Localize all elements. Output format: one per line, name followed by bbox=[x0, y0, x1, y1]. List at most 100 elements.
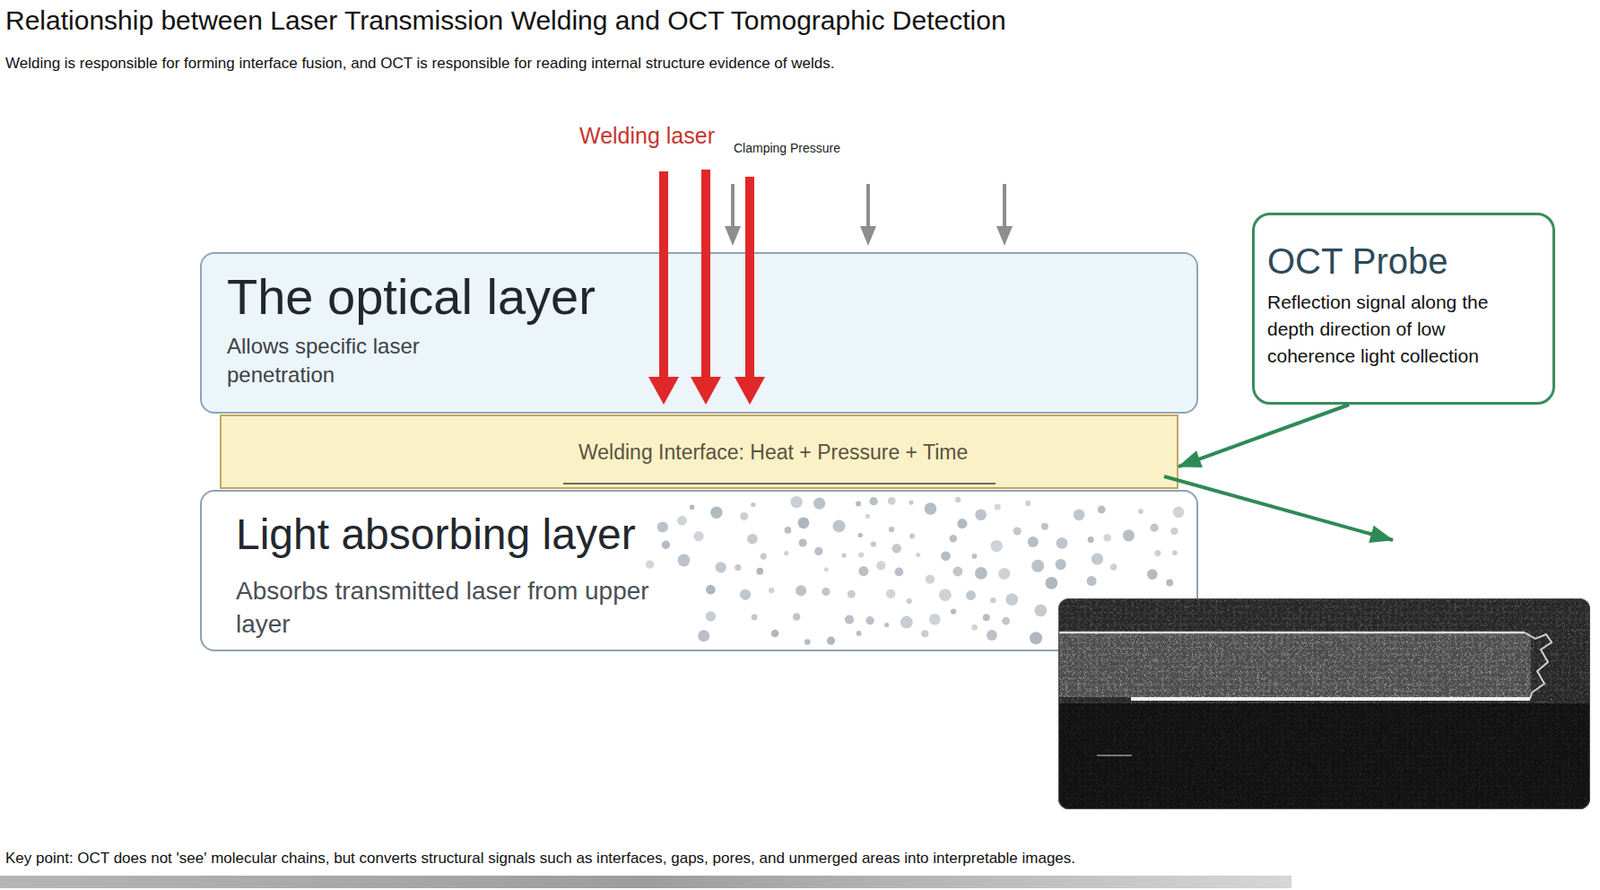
particle-dot bbox=[858, 552, 864, 558]
particle-dot bbox=[689, 504, 696, 511]
particle-dot bbox=[950, 608, 957, 615]
particle-dot bbox=[1097, 504, 1106, 514]
oct-edge bbox=[1524, 632, 1552, 699]
particle-dot bbox=[1149, 523, 1158, 532]
particle-dot bbox=[710, 506, 722, 519]
absorber-particles bbox=[645, 495, 1184, 645]
laser-head bbox=[690, 376, 722, 405]
oct-artifact bbox=[1096, 754, 1132, 757]
particle-dot bbox=[971, 624, 978, 631]
absorbing-layer-box: Light absorbing layerAbsorbs transmitted… bbox=[200, 489, 1199, 652]
particle-dot bbox=[952, 565, 963, 576]
particle-dot bbox=[1041, 522, 1049, 531]
particle-dot bbox=[1013, 526, 1022, 535]
particle-dot bbox=[813, 497, 826, 510]
laser-label: Welding laser bbox=[579, 121, 715, 149]
pressure-head bbox=[860, 226, 877, 246]
layer-heading: Light absorbing layer bbox=[235, 509, 636, 560]
pressure-shaft bbox=[866, 183, 870, 230]
laser-head bbox=[648, 376, 679, 405]
particle-dot bbox=[900, 616, 914, 629]
particle-dot bbox=[814, 547, 823, 556]
particle-dot bbox=[888, 526, 895, 532]
particle-dot bbox=[678, 554, 691, 567]
particle-dot bbox=[792, 612, 800, 620]
particle-dot bbox=[783, 550, 789, 556]
particle-dot bbox=[869, 496, 879, 505]
particle-dot bbox=[1045, 576, 1059, 590]
particle-dot bbox=[924, 502, 938, 515]
particle-dot bbox=[798, 516, 810, 529]
particle-dot bbox=[1154, 549, 1161, 557]
particle-dot bbox=[804, 638, 811, 645]
particle-dot bbox=[1056, 537, 1069, 549]
pressure-label: Clamping Pressure bbox=[733, 140, 841, 157]
particle-dot bbox=[1005, 592, 1018, 606]
particle-dot bbox=[940, 550, 951, 561]
oct-lower-layer bbox=[1058, 703, 1591, 809]
pressure-head bbox=[996, 226, 1013, 246]
particle-dot bbox=[990, 597, 996, 603]
particle-dot bbox=[965, 590, 976, 600]
particle-dot bbox=[844, 615, 854, 625]
particle-dot bbox=[974, 509, 987, 522]
particle-dot bbox=[1086, 575, 1097, 586]
layer-description: Absorbs transmitted laser from upper lay… bbox=[235, 573, 685, 641]
particle-dot bbox=[908, 500, 914, 505]
probe-heading: OCT Probe bbox=[1267, 240, 1449, 282]
particle-dot bbox=[925, 573, 935, 583]
particle-dot bbox=[1073, 508, 1086, 521]
particle-dot bbox=[1025, 500, 1031, 506]
pressure-shaft bbox=[730, 183, 735, 230]
particle-dot bbox=[876, 560, 886, 570]
particle-dot bbox=[734, 564, 741, 571]
pressure-arrows bbox=[724, 183, 1013, 246]
particle-dot bbox=[972, 553, 978, 559]
oct-speckle bbox=[1058, 598, 1591, 809]
oct-upper-layer bbox=[1058, 632, 1531, 697]
particle-dot bbox=[821, 587, 830, 596]
particle-dot bbox=[1029, 631, 1043, 644]
particle-dot bbox=[991, 539, 1003, 552]
particle-dot bbox=[855, 501, 861, 507]
particle-dot bbox=[1001, 617, 1010, 626]
particle-dot bbox=[1165, 578, 1174, 586]
particle-dot bbox=[697, 629, 710, 642]
particle-dot bbox=[1147, 568, 1158, 580]
particle-dot bbox=[826, 636, 835, 645]
particle-dot bbox=[884, 622, 889, 627]
particle-dot bbox=[1091, 553, 1104, 566]
particle-dot bbox=[891, 543, 902, 554]
particle-dot bbox=[784, 526, 792, 534]
particle-dot bbox=[705, 584, 716, 595]
particle-dot bbox=[982, 613, 991, 621]
particle-dot bbox=[760, 553, 767, 560]
particle-dot bbox=[909, 533, 915, 540]
particle-dot bbox=[771, 629, 780, 638]
particle-dot bbox=[677, 515, 687, 526]
particle-dot bbox=[886, 589, 896, 599]
oct-surface-line bbox=[1058, 631, 1525, 635]
oct-probe-box: OCT ProbeReflection signal along the dep… bbox=[1252, 212, 1556, 405]
particle-dot bbox=[1172, 549, 1178, 556]
probe-description: Reflection signal along the depth direct… bbox=[1267, 288, 1519, 370]
particle-dot bbox=[906, 598, 913, 604]
particle-dot bbox=[1170, 527, 1178, 535]
laser-beams bbox=[648, 169, 766, 405]
particle-dot bbox=[1110, 563, 1118, 571]
interface-label: Welding Interface: Heat + Pressure + Tim… bbox=[578, 439, 968, 465]
particle-dot bbox=[768, 587, 775, 594]
particle-dot bbox=[865, 616, 874, 625]
particle-dot bbox=[1027, 536, 1039, 548]
particle-dot bbox=[858, 565, 869, 576]
key-point-caption: Key point: OCT does not 'see' molecular … bbox=[5, 848, 1076, 869]
oct-frame bbox=[1058, 598, 1591, 809]
interface-band: Welding Interface: Heat + Pressure + Tim… bbox=[219, 414, 1179, 489]
pressure-shaft bbox=[1002, 183, 1007, 230]
particle-dot bbox=[790, 495, 802, 508]
particle-dot bbox=[929, 613, 941, 626]
oct-interface-line bbox=[1130, 696, 1531, 701]
particle-dot bbox=[955, 496, 961, 503]
particle-dot bbox=[645, 559, 654, 568]
